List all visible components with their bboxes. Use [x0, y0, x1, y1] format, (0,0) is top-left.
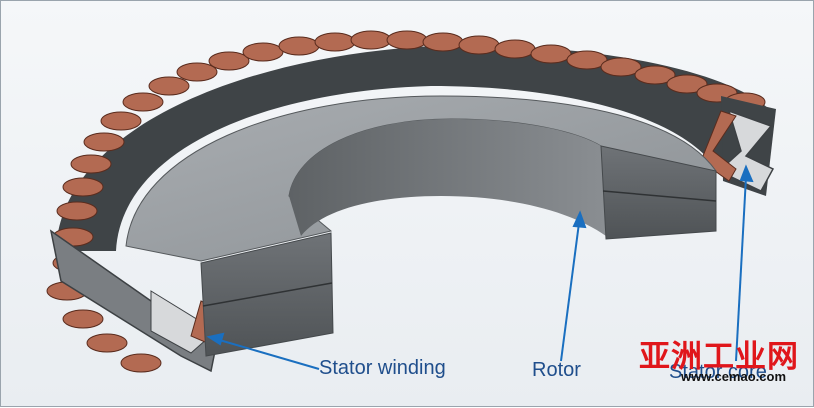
watermark-logo: 亚洲工业网: [639, 339, 799, 375]
winding-coils: [46, 30, 766, 373]
watermark-url: www.cemao.com: [681, 369, 786, 384]
arrow-rotor: [560, 222, 580, 362]
rotor-right-cut: [600, 145, 717, 240]
label-stator-winding: Stator winding: [319, 357, 446, 379]
label-stator-core: Stator core: [669, 361, 767, 383]
arrow-stator-core: [735, 176, 747, 362]
leader-arrows: [206, 164, 754, 370]
stator-core: [56, 45, 771, 251]
label-rotor: Rotor: [532, 359, 581, 381]
arrow-stator-winding: [215, 338, 320, 370]
rotor-inner-bore: [289, 119, 606, 236]
